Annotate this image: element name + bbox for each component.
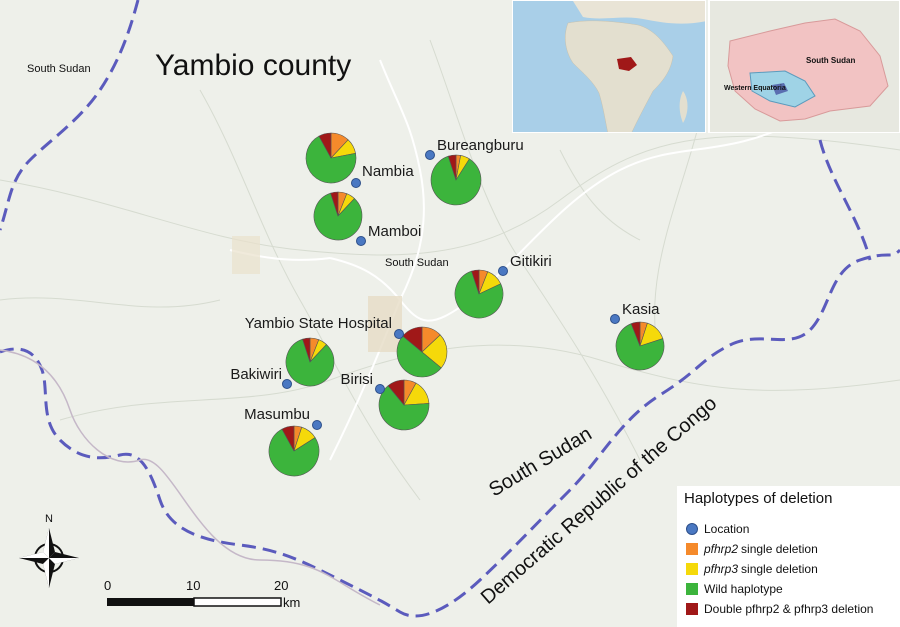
region-label-south-sudan-nw: South Sudan xyxy=(27,63,91,75)
pie-slice-bakiwiri-double xyxy=(302,337,311,363)
scale-unit: km xyxy=(283,595,300,610)
location-dot-nambia xyxy=(351,178,361,188)
legend-gene-p3: pfhrp3 xyxy=(704,562,739,576)
location-dot-gitikiri xyxy=(498,266,508,276)
location-dot-bureangburu xyxy=(425,150,435,160)
compass-south-highlight xyxy=(43,558,49,588)
inset-country-label: South Sudan xyxy=(806,56,855,65)
site-label-bureangburu: Bureangburu xyxy=(437,137,524,154)
pie-slice-yambio-state-hospital-p3 xyxy=(421,334,448,369)
location-dot-masumbu xyxy=(312,420,322,430)
location-dot-mamboi xyxy=(356,236,366,246)
legend-swatch-location xyxy=(686,523,698,535)
border-shadow xyxy=(0,349,381,606)
pie-slice-bakiwiri-wild xyxy=(285,338,335,387)
pie-slice-mamboi-wild xyxy=(313,192,363,241)
site-label-kasia: Kasia xyxy=(622,301,660,318)
legend-item-location: Location xyxy=(686,520,749,538)
legend-title: Haplotypes of deletion xyxy=(684,490,833,507)
border-drc xyxy=(0,248,900,618)
inset-state-label: Western Equatoria xyxy=(724,85,786,92)
site-masumbu: Masumbu xyxy=(244,406,322,477)
pie-slice-bureangburu-wild xyxy=(430,155,482,206)
site-birisi: Birisi xyxy=(341,371,430,431)
location-dot-yambio-state-hospital xyxy=(394,329,404,339)
scale-tick-20: 20 xyxy=(274,578,288,593)
pie-slice-gitikiri-wild xyxy=(454,270,504,319)
inset-south-sudan: South Sudan Western Equatoria xyxy=(708,0,900,133)
compass-north-highlight xyxy=(43,528,49,558)
border-northwest xyxy=(0,0,140,231)
pie-slice-yambio-state-hospital-wild xyxy=(396,335,442,378)
site-label-gitikiri: Gitikiri xyxy=(510,253,552,270)
legend-item-double: Double pfhrp2 & pfhrp3 deletion xyxy=(686,600,873,618)
site-label-nambia: Nambia xyxy=(362,163,414,180)
legend-label-p2: single deletion xyxy=(741,542,818,556)
inset-south-sudan-map: South Sudan Western Equatoria xyxy=(710,1,899,132)
pie-slice-gitikiri-double xyxy=(471,269,480,295)
site-kasia: Kasia xyxy=(610,301,665,371)
legend-swatch-wild xyxy=(686,583,698,595)
site-gitikiri: Gitikiri xyxy=(454,253,552,319)
pie-slice-kasia-double xyxy=(630,321,641,347)
location-dot-birisi xyxy=(375,384,385,394)
pie-slice-birisi-double xyxy=(387,379,405,406)
sites-layer: Nambia BureangburuMamboiGitikiriKasiaYamb… xyxy=(230,132,665,477)
region-label-south-sudan-center: South Sudan xyxy=(385,257,449,269)
pie-slice-nambia-double xyxy=(318,132,332,159)
town-area-west xyxy=(232,236,260,274)
site-bakiwiri: Bakiwiri xyxy=(230,337,335,389)
map-title: Yambio county xyxy=(155,49,351,82)
compass-west-highlight xyxy=(19,552,49,558)
compass-label: N xyxy=(45,513,53,525)
location-dot-kasia xyxy=(610,314,620,324)
site-yambio-state-hospital: Yambio State Hospital xyxy=(245,315,448,378)
site-nambia: Nambia xyxy=(305,132,414,188)
location-dot-bakiwiri xyxy=(282,379,292,389)
scale-segment-dark xyxy=(107,598,194,606)
scale-bar: 0 10 20 km xyxy=(104,578,300,610)
legend-swatch-p2 xyxy=(686,543,698,555)
pie-slice-birisi-wild xyxy=(378,385,430,431)
site-bureangburu: Bureangburu xyxy=(425,137,524,206)
legend-label-p3: single deletion xyxy=(741,562,818,576)
legend-label-location: Location xyxy=(704,522,750,536)
pie-slice-mamboi-double xyxy=(330,191,339,217)
site-label-masumbu: Masumbu xyxy=(244,406,310,423)
site-label-mamboi: Mamboi xyxy=(368,223,421,240)
legend-label-double: Double pfhrp2 & pfhrp3 deletion xyxy=(704,602,874,616)
legend-item-wild: Wild haplotype xyxy=(686,580,783,598)
pie-slice-kasia-wild xyxy=(615,323,665,371)
pie-slice-bureangburu-double xyxy=(447,154,457,181)
legend-gene-p2: pfhrp2 xyxy=(704,542,739,556)
compass-rose: N xyxy=(19,513,79,588)
pie-slice-masumbu-double xyxy=(281,425,295,452)
site-label-birisi: Birisi xyxy=(341,371,374,388)
border-east xyxy=(818,139,872,261)
inset-yambio-highlight xyxy=(772,83,788,95)
compass-east-highlight xyxy=(49,558,79,564)
inset-africa-map xyxy=(513,1,705,132)
legend-swatch-double xyxy=(686,603,698,615)
scale-tick-10: 10 xyxy=(186,578,200,593)
town-area xyxy=(368,296,402,352)
legend-label-wild: Wild haplotype xyxy=(704,582,783,596)
scale-tick-0: 0 xyxy=(104,578,111,593)
inset-africa xyxy=(512,0,706,133)
terrain-lines xyxy=(0,39,900,501)
site-label-yambio-state-hospital: Yambio State Hospital xyxy=(245,315,392,332)
site-label-bakiwiri: Bakiwiri xyxy=(230,366,282,383)
site-mamboi: Mamboi xyxy=(313,191,421,246)
inset-south-sudan-highlight xyxy=(617,57,637,71)
scale-segment-light xyxy=(193,597,282,607)
legend-swatch-p3 xyxy=(686,563,698,575)
pie-slice-masumbu-wild xyxy=(268,428,320,477)
pie-slice-nambia-wild xyxy=(305,135,357,184)
